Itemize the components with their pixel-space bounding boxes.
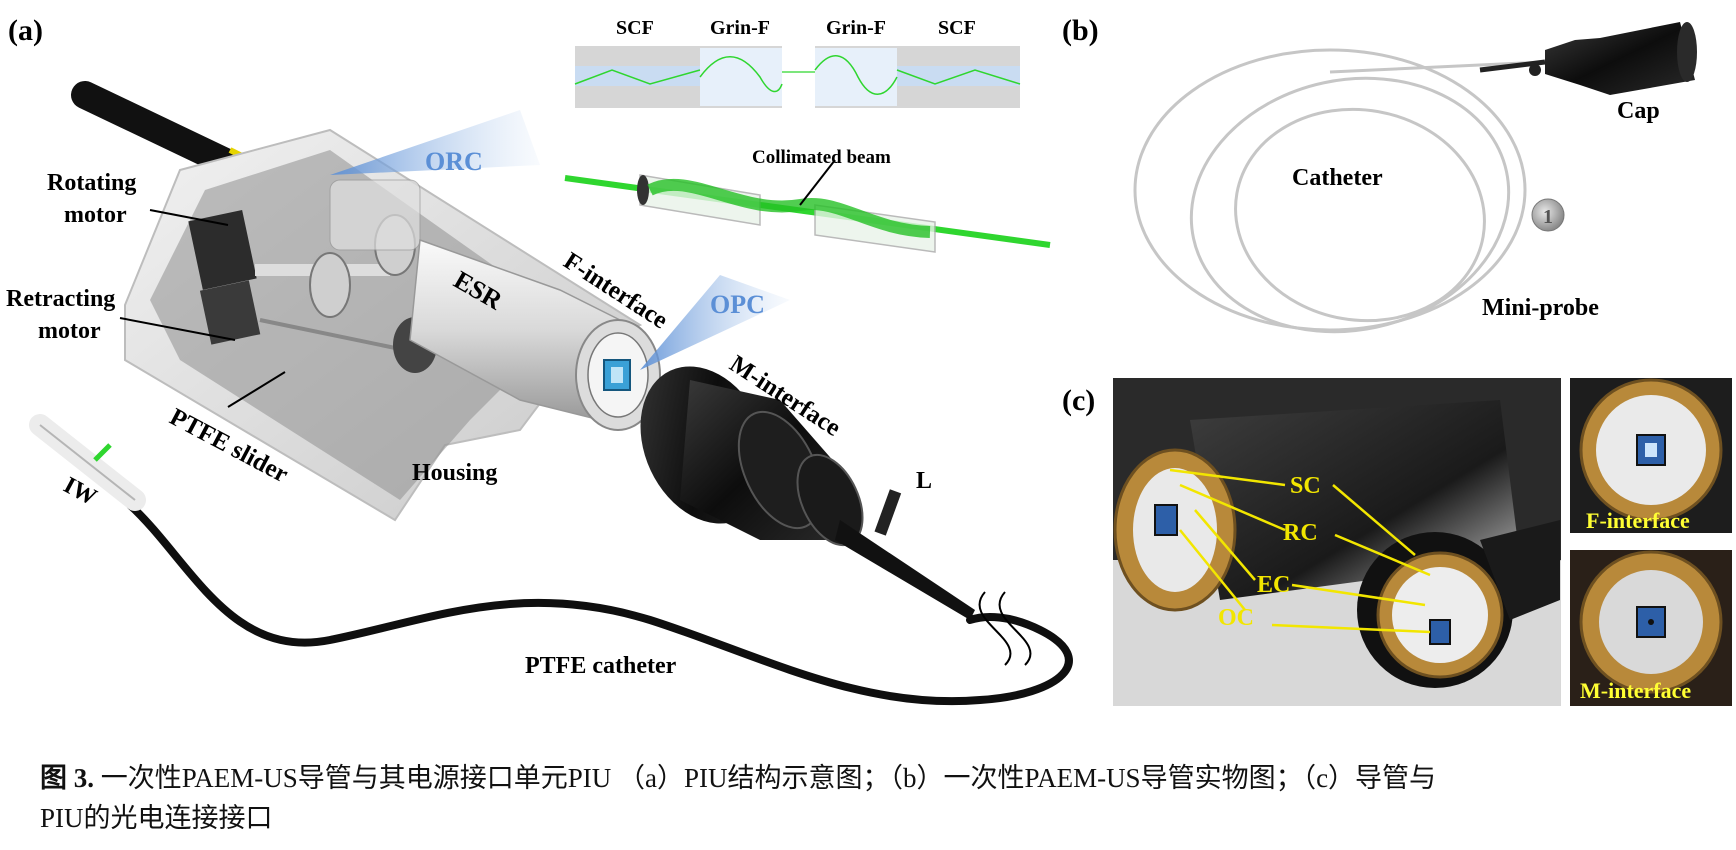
retracting-motor-label-1: Retracting [6,286,115,312]
coin-glyph: 1 [1543,206,1553,228]
rotating-motor-label-1: Rotating [47,170,136,196]
rotating-motor-label-2: motor [64,202,127,228]
m-interface-inset-label: M-interface [1580,678,1691,703]
figure-number: 图 3. [40,763,94,793]
housing-label: Housing [412,460,497,486]
panel-a-label: (a) [8,14,43,47]
cap-connector [1529,22,1697,95]
ptfe-catheter-curve [126,501,1073,706]
opc-ray [640,275,790,370]
panel-b: (b) 1 Cap Catheter Mini-probe [1062,14,1697,334]
catheter-label: Catheter [1292,165,1383,191]
caption-line-2: PIU的光电连接接口 [40,803,273,833]
opc-label: OPC [710,290,765,319]
cap-label: Cap [1617,98,1660,124]
fiber-label-scf-1: SCF [616,17,654,39]
panel-c-label: (c) [1062,384,1095,417]
figure-caption: 图 3. 一次性PAEM-US导管与其电源接口单元PIU （a）PIU结构示意图… [40,758,1700,838]
panel-b-label: (b) [1062,14,1099,47]
piu-housing [124,128,643,522]
panel-c: (c) SC RC EC OC [1062,378,1732,706]
retracting-motor-label-2: motor [38,318,101,344]
esr-cylinder [409,238,661,431]
m-interface-connector [640,366,975,620]
fiber-label-grin-f-1: Grin-F [710,17,770,39]
fiber-label-grin-f-2: Grin-F [826,17,886,39]
mini-probe-label: Mini-probe [1482,295,1599,321]
rc-label: RC [1283,520,1318,546]
orc-label: ORC [425,147,483,176]
f-interface-inset: F-interface [1570,378,1732,533]
collimated-beam-label: Collimated beam [752,147,891,168]
fiber-schematic: SCF Grin-F Grin-F SCF [574,17,1021,108]
connector-photo [1113,378,1561,706]
orc-ray [330,110,540,175]
fiber-label-scf-2: SCF [938,17,976,39]
panel-a: (a) SCF Grin-F Grin-F SCF Colli [6,14,1073,706]
iw-component [29,414,146,511]
m-interface-inset: M-interface [1570,550,1732,706]
l-label: L [916,468,932,494]
f-interface-inset-label: F-interface [1586,508,1690,533]
coin [1531,198,1565,232]
ptfe-catheter-label: PTFE catheter [525,653,677,679]
oc-label: OC [1218,605,1254,631]
collimated-beam-diagram: Collimated beam [564,147,1051,253]
sc-label: SC [1290,473,1321,499]
caption-line-1: 一次性PAEM-US导管与其电源接口单元PIU （a）PIU结构示意图；（b）一… [94,763,1437,793]
ec-label: EC [1257,572,1290,598]
